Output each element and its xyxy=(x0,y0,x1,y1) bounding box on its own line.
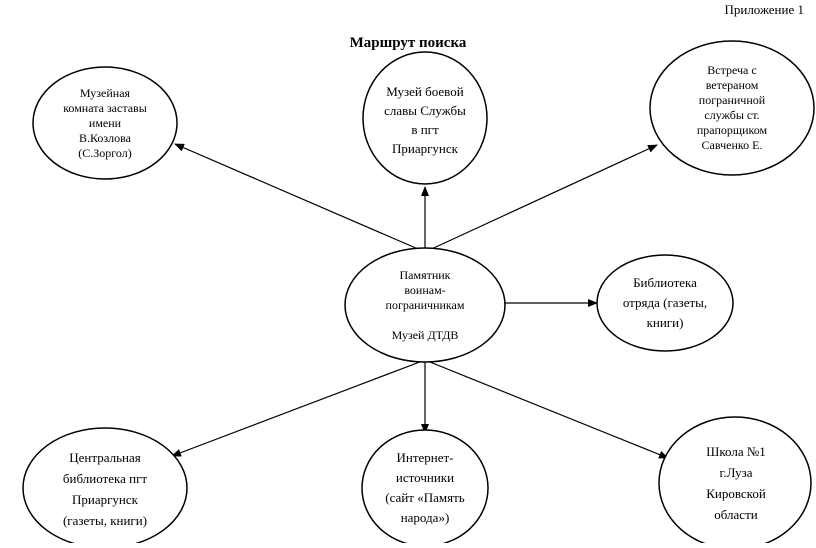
node-bottom-center-shape xyxy=(361,429,489,543)
node-center-label: Памятник воинам- пограничникам Музей ДТД… xyxy=(385,267,465,342)
appendix-label: Приложение 1 xyxy=(724,2,804,17)
node-center-shape xyxy=(344,247,506,363)
node-top-center-label: Музей боевой славы Службы в пгт Приаргун… xyxy=(384,84,466,156)
edge-center-to-top-right xyxy=(424,144,658,253)
node-top-left-label: Музейная комната заставы имени В.Козлова… xyxy=(63,85,147,160)
node-top-right-shape xyxy=(649,40,815,176)
node-right-shape xyxy=(596,254,734,352)
node-top-right: Встреча с ветераном пограничной службы с… xyxy=(650,45,814,171)
node-bottom-center-label: Интернет- источники (сайт «Память народа… xyxy=(385,450,465,525)
diagram-title: Маршрут поиска xyxy=(349,35,467,51)
node-bottom-left: Центральная библиотека пгт Приаргунск (г… xyxy=(23,430,187,548)
node-bottom-left-label: Центральная библиотека пгт Приаргунск (г… xyxy=(62,450,148,528)
node-bottom-center: Интернет- источники (сайт «Память народа… xyxy=(362,432,488,544)
node-bottom-right: Школа №1 г.Луза Кировской области xyxy=(660,420,812,546)
node-top-left-shape xyxy=(32,66,178,180)
node-center: Памятник воинам- пограничникам Музей ДТД… xyxy=(345,250,505,360)
node-top-left: Музейная комната заставы имени В.Козлова… xyxy=(33,67,177,179)
edge-center-to-bottom-left xyxy=(171,359,426,457)
node-top-center-shape xyxy=(362,51,488,185)
node-bottom-right-label: Школа №1 г.Луза Кировской области xyxy=(706,444,766,522)
node-right: Библиотека отряда (газеты, книги) xyxy=(597,258,733,348)
node-top-right-label: Встреча с ветераном пограничной службы с… xyxy=(696,63,768,152)
edge-center-to-top-left xyxy=(174,143,426,253)
node-bottom-left-shape xyxy=(22,427,188,543)
node-top-center: Музей боевой славы Службы в пгт Приаргун… xyxy=(363,60,487,180)
node-right-label: Библиотека отряда (газеты, книги) xyxy=(622,275,708,330)
node-bottom-right-shape xyxy=(658,416,812,543)
edge-center-to-bottom-right xyxy=(424,359,669,459)
